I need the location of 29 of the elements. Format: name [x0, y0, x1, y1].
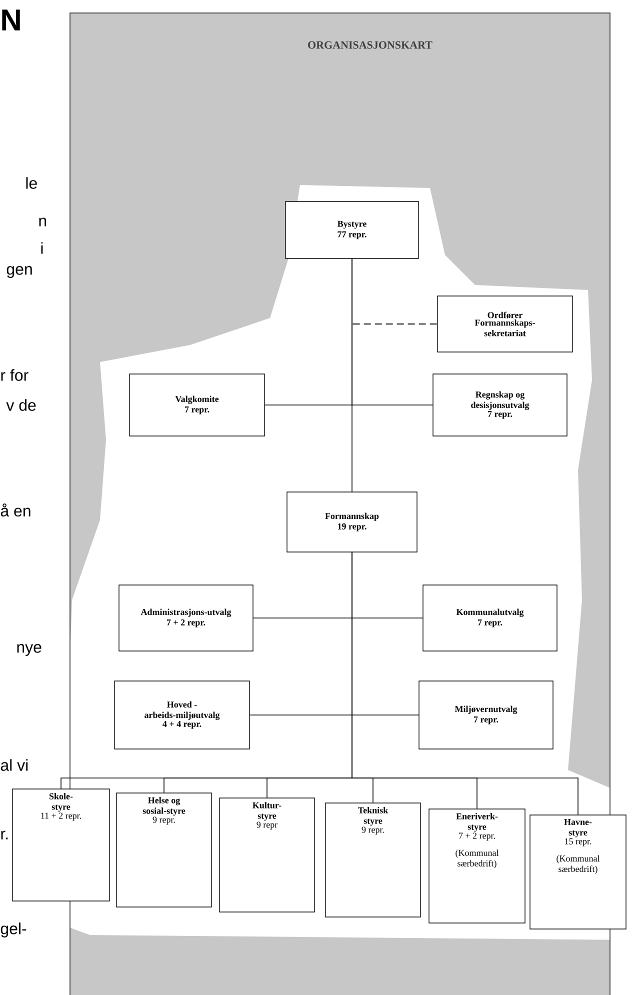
text-fragment: r for — [1, 369, 28, 381]
text-fragment: N — [2, 10, 20, 30]
org-box: Skole-styre 11 + 2 repr. — [12, 788, 110, 902]
org-box: Miljøvernutvalg 7 repr. — [418, 680, 554, 750]
org-box: Eneriverk-styre 7 + 2 repr. (Kommunal særbedrift) — [428, 808, 526, 924]
org-box: Administrasjons-utvalg 7 + 2 repr. — [118, 584, 254, 652]
org-box: Valgkomite 7 repr. — [129, 374, 265, 436]
text-fragment: n — [39, 218, 46, 226]
org-box: Bystyre 77 repr. — [285, 201, 419, 259]
text-fragment: le — [26, 177, 37, 189]
text-fragment: gen — [6, 266, 32, 278]
org-box: Ordfører Formannskaps-sekretariat — [437, 296, 573, 352]
connector-line — [352, 552, 578, 816]
text-fragment: i — [41, 242, 43, 254]
chart-title: ORGANISASJONSKART — [308, 41, 432, 49]
org-box: Teknisk styre 9 repr. — [325, 802, 421, 918]
connector-line — [352, 258, 434, 406]
org-box: Kultur-styre 9 repr — [219, 798, 315, 912]
org-box: Havne-styre 15 repr. (Kommunal særbedrift) — [530, 814, 626, 930]
text-fragment: gel- — [0, 922, 26, 938]
org-box: Regnskap og desisjonsutvalg 7 repr. — [432, 374, 568, 436]
text-fragment: nye — [17, 644, 42, 656]
text-fragment: å en — [0, 503, 30, 517]
text-fragment: v de — [6, 399, 36, 411]
org-box: Helse og sosial-styre 9 repr. — [116, 792, 212, 908]
text-fragment: al vi — [0, 759, 28, 771]
org-box: Kommunalutvalg 7 repr. — [422, 584, 558, 652]
org-box: Hoved - arbeids-miljøutvalg 4 + 4 repr. — [114, 680, 250, 750]
org-box: Formannskap 19 repr. — [286, 492, 418, 552]
